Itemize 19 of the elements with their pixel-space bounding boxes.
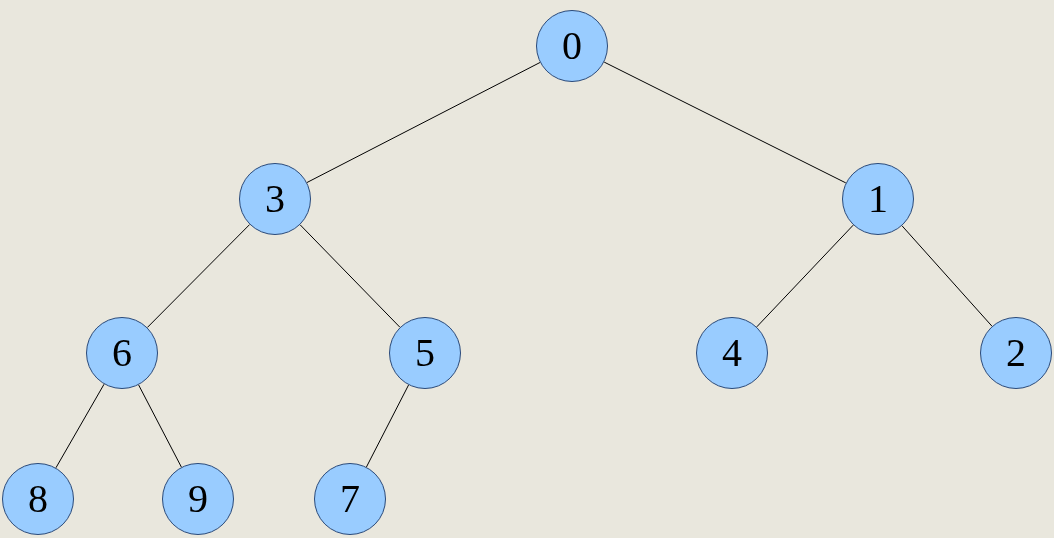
- node-number: 3: [265, 179, 285, 219]
- connector-line: [146, 224, 251, 328]
- node-number: 9: [188, 479, 208, 519]
- node-number: 7: [340, 479, 360, 519]
- node-number: 2: [1006, 333, 1026, 373]
- node-number: 1: [868, 179, 888, 219]
- node-number: 4: [722, 333, 742, 373]
- connector-line: [603, 61, 847, 184]
- connector-line: [901, 225, 993, 327]
- connector-line: [365, 384, 410, 468]
- connector-line: [55, 383, 105, 469]
- connector-line: [756, 224, 854, 328]
- node-number: 5: [415, 333, 435, 373]
- connector-line: [138, 384, 182, 468]
- node-number: 0: [562, 26, 582, 66]
- connector-line: [299, 224, 401, 328]
- node-number: 6: [112, 333, 132, 373]
- node-number: 8: [28, 479, 48, 519]
- connector-line: [306, 62, 541, 183]
